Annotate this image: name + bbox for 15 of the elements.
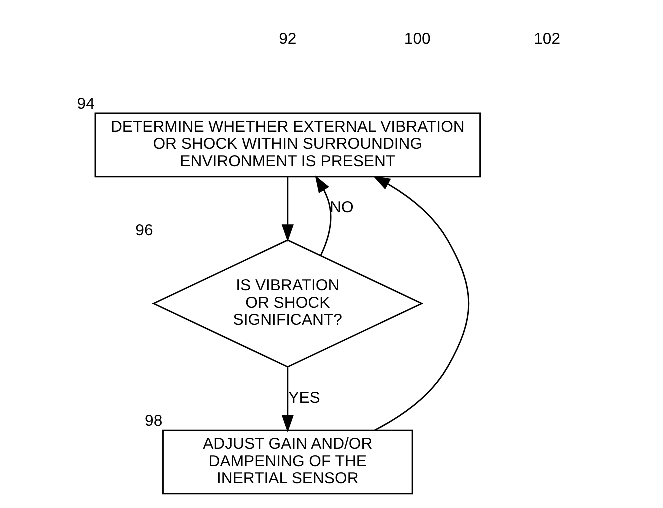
- label: 102: [534, 31, 561, 48]
- edge-label: NO: [330, 200, 354, 217]
- node-label: 94: [77, 96, 95, 113]
- node-box: DETERMINE WHETHER EXTERNAL VIBRATION OR SHOCK WITHIN SURROUNDING ENVIRONMENT IS PRESENT: [94, 112, 482, 178]
- arrow: [315, 176, 332, 256]
- arrow: [282, 177, 294, 242]
- arrow: [282, 368, 294, 433]
- node-diamond: IS VIBRATION OR SHOCK SIGNIFICANT?: [152, 240, 424, 368]
- arrow: [373, 176, 470, 432]
- label: 100: [404, 31, 431, 48]
- node-label: 98: [145, 412, 163, 430]
- label: 92: [279, 31, 297, 48]
- node-box: ADJUST GAIN AND/OR DAMPENING OF THE INERTIAL SENSOR: [162, 430, 414, 495]
- edge-label: YES: [288, 390, 320, 407]
- node-label: 96: [136, 222, 154, 240]
